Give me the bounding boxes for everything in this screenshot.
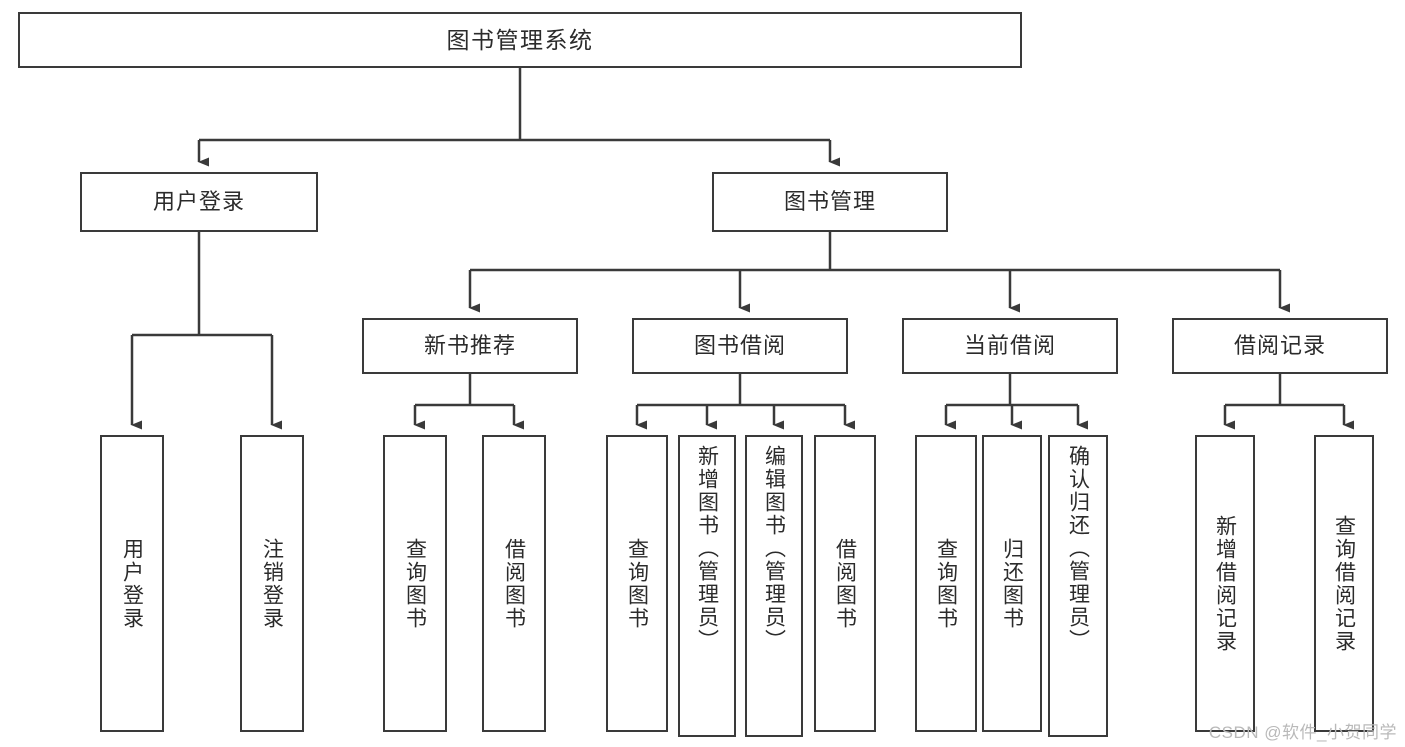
node-label: 确认归还（管理员） bbox=[1066, 445, 1090, 652]
node-current-borrow[interactable]: 当前借阅 bbox=[902, 318, 1118, 374]
node-label: 查询图书 bbox=[625, 537, 649, 630]
node-new-book-recommend[interactable]: 新书推荐 bbox=[362, 318, 578, 374]
leaf-new-book-query-book[interactable]: 查询图书 bbox=[383, 435, 447, 732]
node-label: 新增图书（管理员） bbox=[695, 445, 719, 652]
leaf-book-borrow-add-book-admin[interactable]: 新增图书（管理员） bbox=[678, 435, 736, 737]
leaf-borrow-record-query-record[interactable]: 查询借阅记录 bbox=[1314, 435, 1374, 732]
node-label: 新增借阅记录 bbox=[1213, 514, 1237, 653]
node-user-login[interactable]: 用户登录 bbox=[80, 172, 318, 232]
node-label: 归还图书 bbox=[1000, 537, 1024, 630]
leaf-book-borrow-borrow-book[interactable]: 借阅图书 bbox=[814, 435, 876, 732]
node-label: 借阅图书 bbox=[833, 537, 857, 630]
leaf-user-login-signin[interactable]: 用户登录 bbox=[100, 435, 164, 732]
leaf-user-login-signout[interactable]: 注销登录 bbox=[240, 435, 304, 732]
node-label: 新书推荐 bbox=[423, 333, 516, 359]
node-label: 图书管理系统 bbox=[446, 26, 594, 53]
node-label: 借阅记录 bbox=[1233, 333, 1326, 359]
node-book-management-system[interactable]: 图书管理系统 bbox=[18, 12, 1022, 68]
node-label: 当前借阅 bbox=[963, 333, 1056, 359]
leaf-borrow-record-add-record[interactable]: 新增借阅记录 bbox=[1195, 435, 1255, 732]
leaf-book-borrow-query-book[interactable]: 查询图书 bbox=[606, 435, 668, 732]
leaf-new-book-borrow-book[interactable]: 借阅图书 bbox=[482, 435, 546, 732]
node-label: 图书借阅 bbox=[693, 333, 786, 359]
leaf-current-borrow-return-book[interactable]: 归还图书 bbox=[982, 435, 1042, 732]
node-label: 查询借阅记录 bbox=[1332, 514, 1356, 653]
node-label: 查询图书 bbox=[934, 537, 958, 630]
node-label: 注销登录 bbox=[260, 537, 284, 630]
node-book-management[interactable]: 图书管理 bbox=[712, 172, 948, 232]
leaf-current-borrow-confirm-return-admin[interactable]: 确认归还（管理员） bbox=[1048, 435, 1108, 737]
node-label: 图书管理 bbox=[783, 189, 876, 215]
node-label: 用户登录 bbox=[120, 537, 144, 630]
node-label: 用户登录 bbox=[152, 189, 245, 215]
leaf-current-borrow-query-book[interactable]: 查询图书 bbox=[915, 435, 977, 732]
node-label: 查询图书 bbox=[403, 537, 427, 630]
node-label: 借阅图书 bbox=[502, 537, 526, 630]
node-book-borrow[interactable]: 图书借阅 bbox=[632, 318, 848, 374]
leaf-book-borrow-edit-book-admin[interactable]: 编辑图书（管理员） bbox=[745, 435, 803, 737]
node-borrow-record[interactable]: 借阅记录 bbox=[1172, 318, 1388, 374]
node-label: 编辑图书（管理员） bbox=[762, 445, 786, 652]
csdn-watermark: CSDN @软件_小贺同学 bbox=[1208, 723, 1397, 742]
